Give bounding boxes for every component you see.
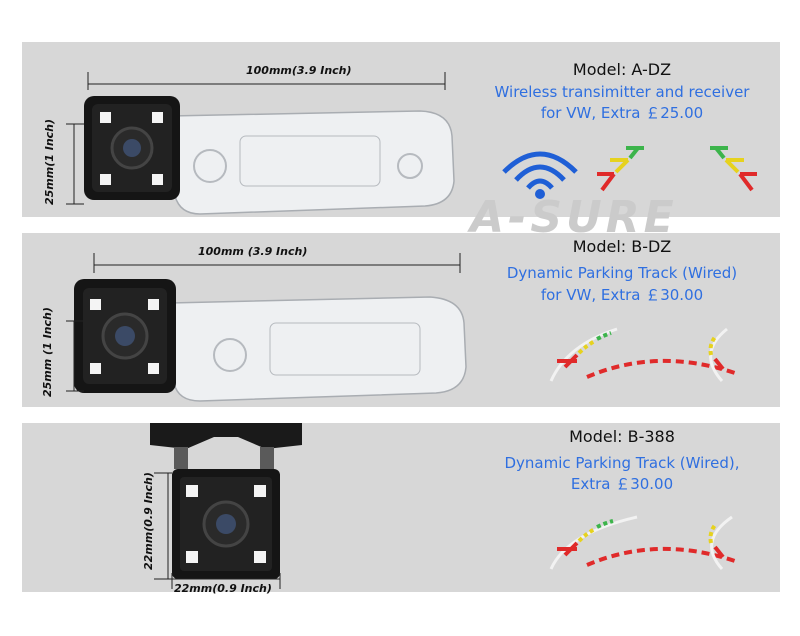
product-panel-b-dz: 100mm (3.9 Inch) 25mm (1 Inch) Model: B-… <box>22 233 780 407</box>
length-dimension-line <box>93 253 461 273</box>
width-dimension-line <box>171 573 281 589</box>
height-label: 25mm(1 Inch) <box>43 118 56 205</box>
height-dimension-line <box>66 320 84 392</box>
model-description-line1: Dynamic Parking Track (Wired), <box>504 454 740 472</box>
model-title: Model: B-DZ <box>572 237 672 256</box>
model-description-line2: for VW, Extra ￡30.00 <box>540 286 704 304</box>
product-panel-b-388: 22mm(0.9 Inch) 22mm(0.9 Inch) Model: B-3… <box>22 423 780 595</box>
license-plate-camera-image <box>84 96 455 215</box>
model-title: Model: B-388 <box>569 427 675 446</box>
model-description-line1: Dynamic Parking Track (Wired) <box>506 264 738 282</box>
wifi-icon <box>502 151 578 199</box>
length-label: 100mm (3.9 Inch) <box>198 245 308 258</box>
length-dimension-line <box>87 72 446 90</box>
model-description-line2: for VW, Extra ￡25.00 <box>540 104 704 122</box>
length-label: 100mm(3.9 Inch) <box>246 64 352 77</box>
bracket-camera-image <box>150 423 302 579</box>
dynamic-track-icon <box>549 515 736 570</box>
license-plate-camera-image <box>74 279 467 402</box>
product-panel-a-dz: 100mm(3.9 Inch) 25mm(1 Inch) Model: A-DZ… <box>22 42 780 217</box>
model-description-line1: Wireless transimitter and receiver <box>494 83 750 101</box>
dynamic-track-icon <box>549 327 736 382</box>
width-label: 22mm(0.9 Inch) <box>174 582 272 595</box>
height-label: 25mm (1 Inch) <box>41 307 54 397</box>
model-title: Model: A-DZ <box>572 60 672 79</box>
height-label: 22mm(0.9 Inch) <box>142 472 155 570</box>
height-dimension-line <box>154 472 172 580</box>
height-dimension-line <box>66 123 84 205</box>
parking-guide-lines-icon <box>597 146 757 192</box>
model-description-line2: Extra ￡30.00 <box>570 475 674 493</box>
